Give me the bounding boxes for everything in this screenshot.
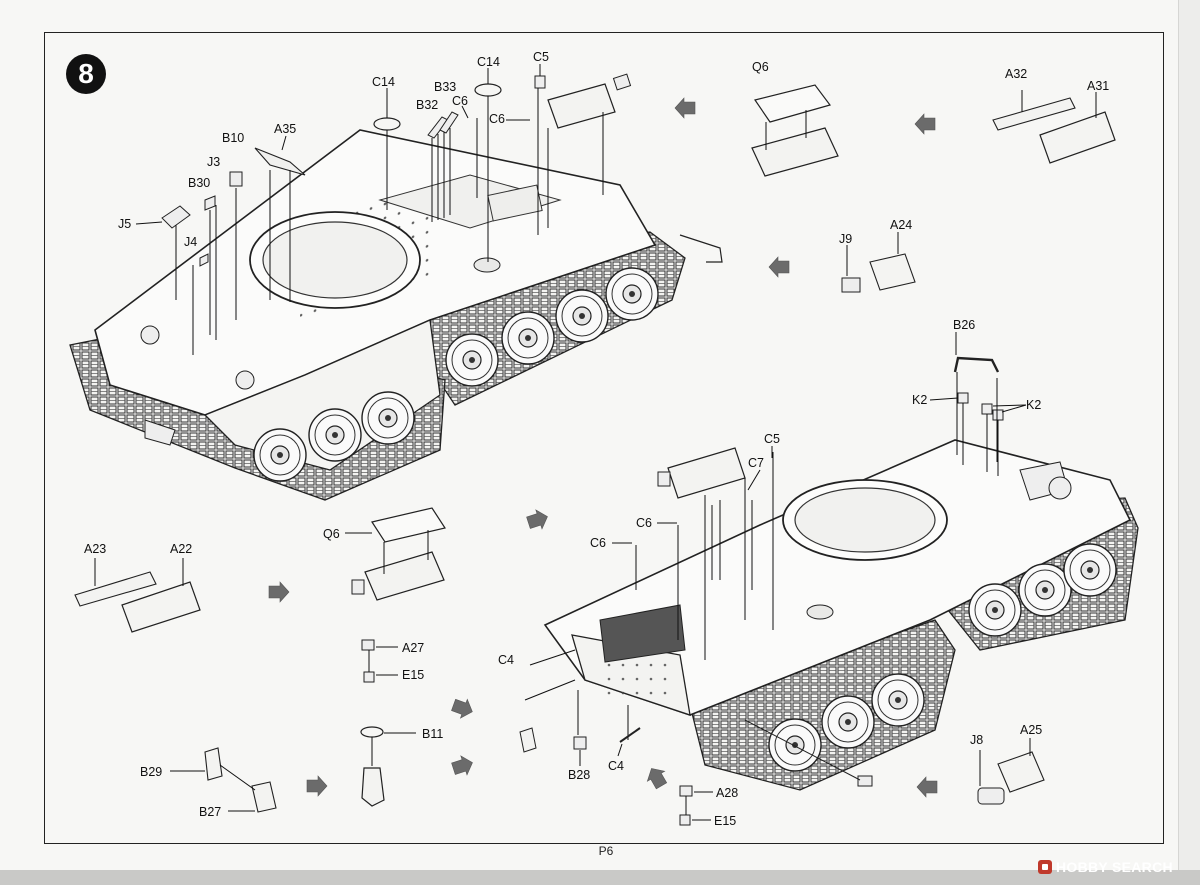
a28-e15-parts (679, 785, 713, 826)
a31-a32-bracket (992, 90, 1116, 164)
watermark: HOBBY SEARCH (1038, 857, 1173, 877)
filled-arrow-icon (768, 256, 790, 278)
step-frame (44, 32, 1164, 844)
part-label: E15 (402, 668, 424, 682)
part-label: K2 (912, 393, 927, 407)
part-label: C6 (590, 536, 606, 550)
filled-arrow-icon (916, 776, 938, 798)
upper-hull-assembly (69, 73, 723, 501)
part-label: B10 (222, 131, 244, 145)
part-label: C4 (498, 653, 514, 667)
part-label: B11 (422, 727, 443, 741)
part-label: C6 (489, 112, 505, 126)
b27-b29-parts (170, 747, 277, 813)
filled-arrow-icon (450, 752, 476, 779)
part-label: A28 (716, 786, 738, 800)
part-label: C4 (608, 759, 624, 773)
filled-arrow-icon (449, 695, 477, 722)
scan-bottom-band (0, 870, 1200, 885)
a27-e15-parts (361, 639, 398, 683)
part-label: K2 (1026, 398, 1041, 412)
part-label: C14 (372, 75, 395, 89)
leader-lines-lower (524, 332, 1027, 740)
filled-arrow-icon (306, 775, 328, 797)
part-label: J5 (118, 217, 131, 231)
j8-a25-parts (977, 738, 1045, 805)
part-label: C5 (533, 50, 549, 64)
filled-arrow-icon (914, 113, 936, 135)
part-label: A25 (1020, 723, 1042, 737)
part-labels: C14 C14 C5 B33 B32 C6 C6 A35 B10 J3 B30 … (84, 50, 1109, 828)
part-label: A35 (274, 122, 296, 136)
b28-c4-parts (519, 727, 641, 766)
part-label: J9 (839, 232, 852, 246)
a22-a23-bracket (74, 558, 201, 633)
part-label: C14 (477, 55, 500, 69)
part-label: B30 (188, 176, 210, 190)
b11-part (360, 726, 416, 807)
part-label: Q6 (323, 527, 340, 541)
part-label: B33 (434, 80, 456, 94)
part-label: A24 (890, 218, 912, 232)
filled-arrow-icon (674, 97, 696, 119)
page-number: P6 (598, 844, 614, 858)
part-label: A23 (84, 542, 106, 556)
part-label: A22 (170, 542, 192, 556)
q6-guard-upper (751, 84, 839, 177)
part-label: A27 (402, 641, 424, 655)
leader-lines-upper (135, 64, 604, 355)
watermark-logo-icon (1038, 860, 1052, 874)
part-label: B29 (140, 765, 162, 779)
step-number-badge: 8 (66, 54, 106, 94)
lower-hull-assembly (543, 356, 1139, 791)
watermark-text: HOBBY SEARCH (1056, 859, 1173, 875)
part-label: C7 (748, 456, 764, 470)
part-label: J4 (184, 235, 197, 249)
part-label: C6 (636, 516, 652, 530)
part-label: E15 (714, 814, 736, 828)
j9-a24-parts (841, 232, 916, 293)
filled-arrow-icon (525, 506, 551, 533)
part-label: C6 (452, 94, 468, 108)
part-label: B27 (199, 805, 221, 819)
part-label: A31 (1087, 79, 1109, 93)
q6-guard-lower (345, 507, 446, 601)
part-label: B26 (953, 318, 975, 332)
part-label: J8 (970, 733, 983, 747)
part-label: B28 (568, 768, 590, 782)
part-label: Q6 (752, 60, 769, 74)
part-label: J3 (207, 155, 220, 169)
filled-arrow-icon (642, 763, 671, 792)
part-label: B32 (416, 98, 438, 112)
part-label: A32 (1005, 67, 1027, 81)
page-edge (1178, 0, 1200, 885)
filled-arrow-icon (268, 581, 290, 603)
part-label: C5 (764, 432, 780, 446)
